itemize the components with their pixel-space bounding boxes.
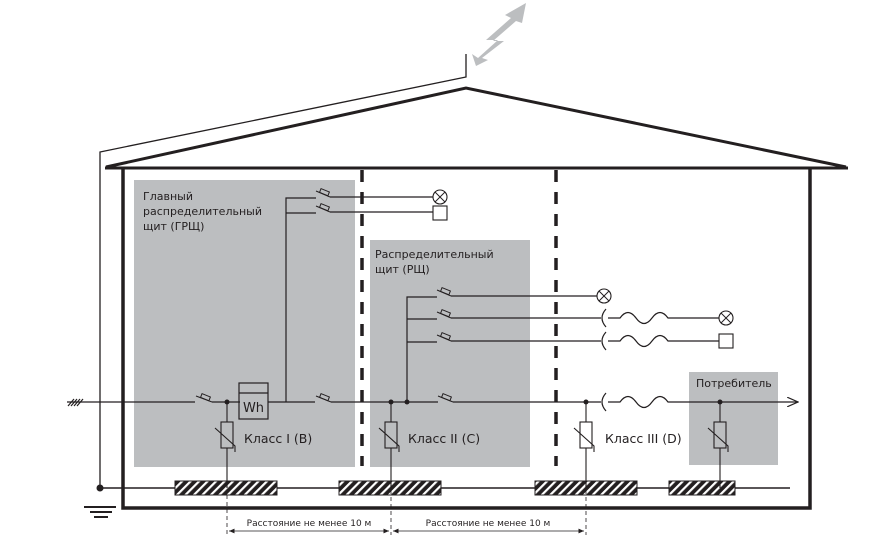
- down-conductor: [99, 54, 467, 488]
- meter-label: Wh: [243, 401, 264, 416]
- distance-label-1: Расстояние не менее 10 м: [247, 519, 372, 529]
- class-3-label: Класс III (D): [605, 431, 682, 446]
- breaker-icon: [315, 392, 332, 403]
- bonding-bar-2: [338, 480, 442, 496]
- lightning-bolt-icon: [472, 3, 526, 66]
- breaker-icon: [437, 392, 454, 403]
- breaker-icon: [315, 187, 331, 213]
- load-box-icon: [432, 205, 448, 221]
- breaker-icon: [195, 392, 213, 403]
- class-1-label: Класс I (B): [244, 431, 312, 446]
- cable-icon: [601, 392, 607, 412]
- cable-icon: [601, 331, 607, 351]
- distribution-panel-label: Распределительный щит (РЩ): [375, 248, 497, 276]
- meter: Wh: [238, 382, 269, 420]
- ground-icon: [84, 506, 116, 518]
- distance-dimensions: [226, 455, 587, 535]
- cable-icon: [601, 308, 607, 328]
- bonding-bar-1: [174, 480, 278, 496]
- class-2-label: Класс II (C): [408, 431, 480, 446]
- spd-consumer: [707, 402, 729, 488]
- spd-class-3: [573, 402, 595, 488]
- building-outline: [121, 168, 812, 510]
- lamp-icon: [718, 310, 734, 326]
- bonding-bar-4: [668, 480, 736, 496]
- spd-class-2: [378, 402, 400, 488]
- distance-label-2: Расстояние не менее 10 м: [426, 519, 551, 529]
- consumer-label: Потребитель: [696, 377, 772, 390]
- lamp-icon: [432, 189, 448, 205]
- ground-junction: [96, 484, 104, 492]
- main-panel-label: Главный распределительный щит (ГРЩ): [143, 190, 265, 233]
- lamp-icon: [596, 288, 612, 304]
- load-box-icon: [718, 333, 734, 349]
- spd-class-1: [214, 402, 236, 488]
- consumer-zone: [689, 372, 778, 465]
- breaker-icon: [436, 286, 452, 342]
- roof: [105, 86, 847, 169]
